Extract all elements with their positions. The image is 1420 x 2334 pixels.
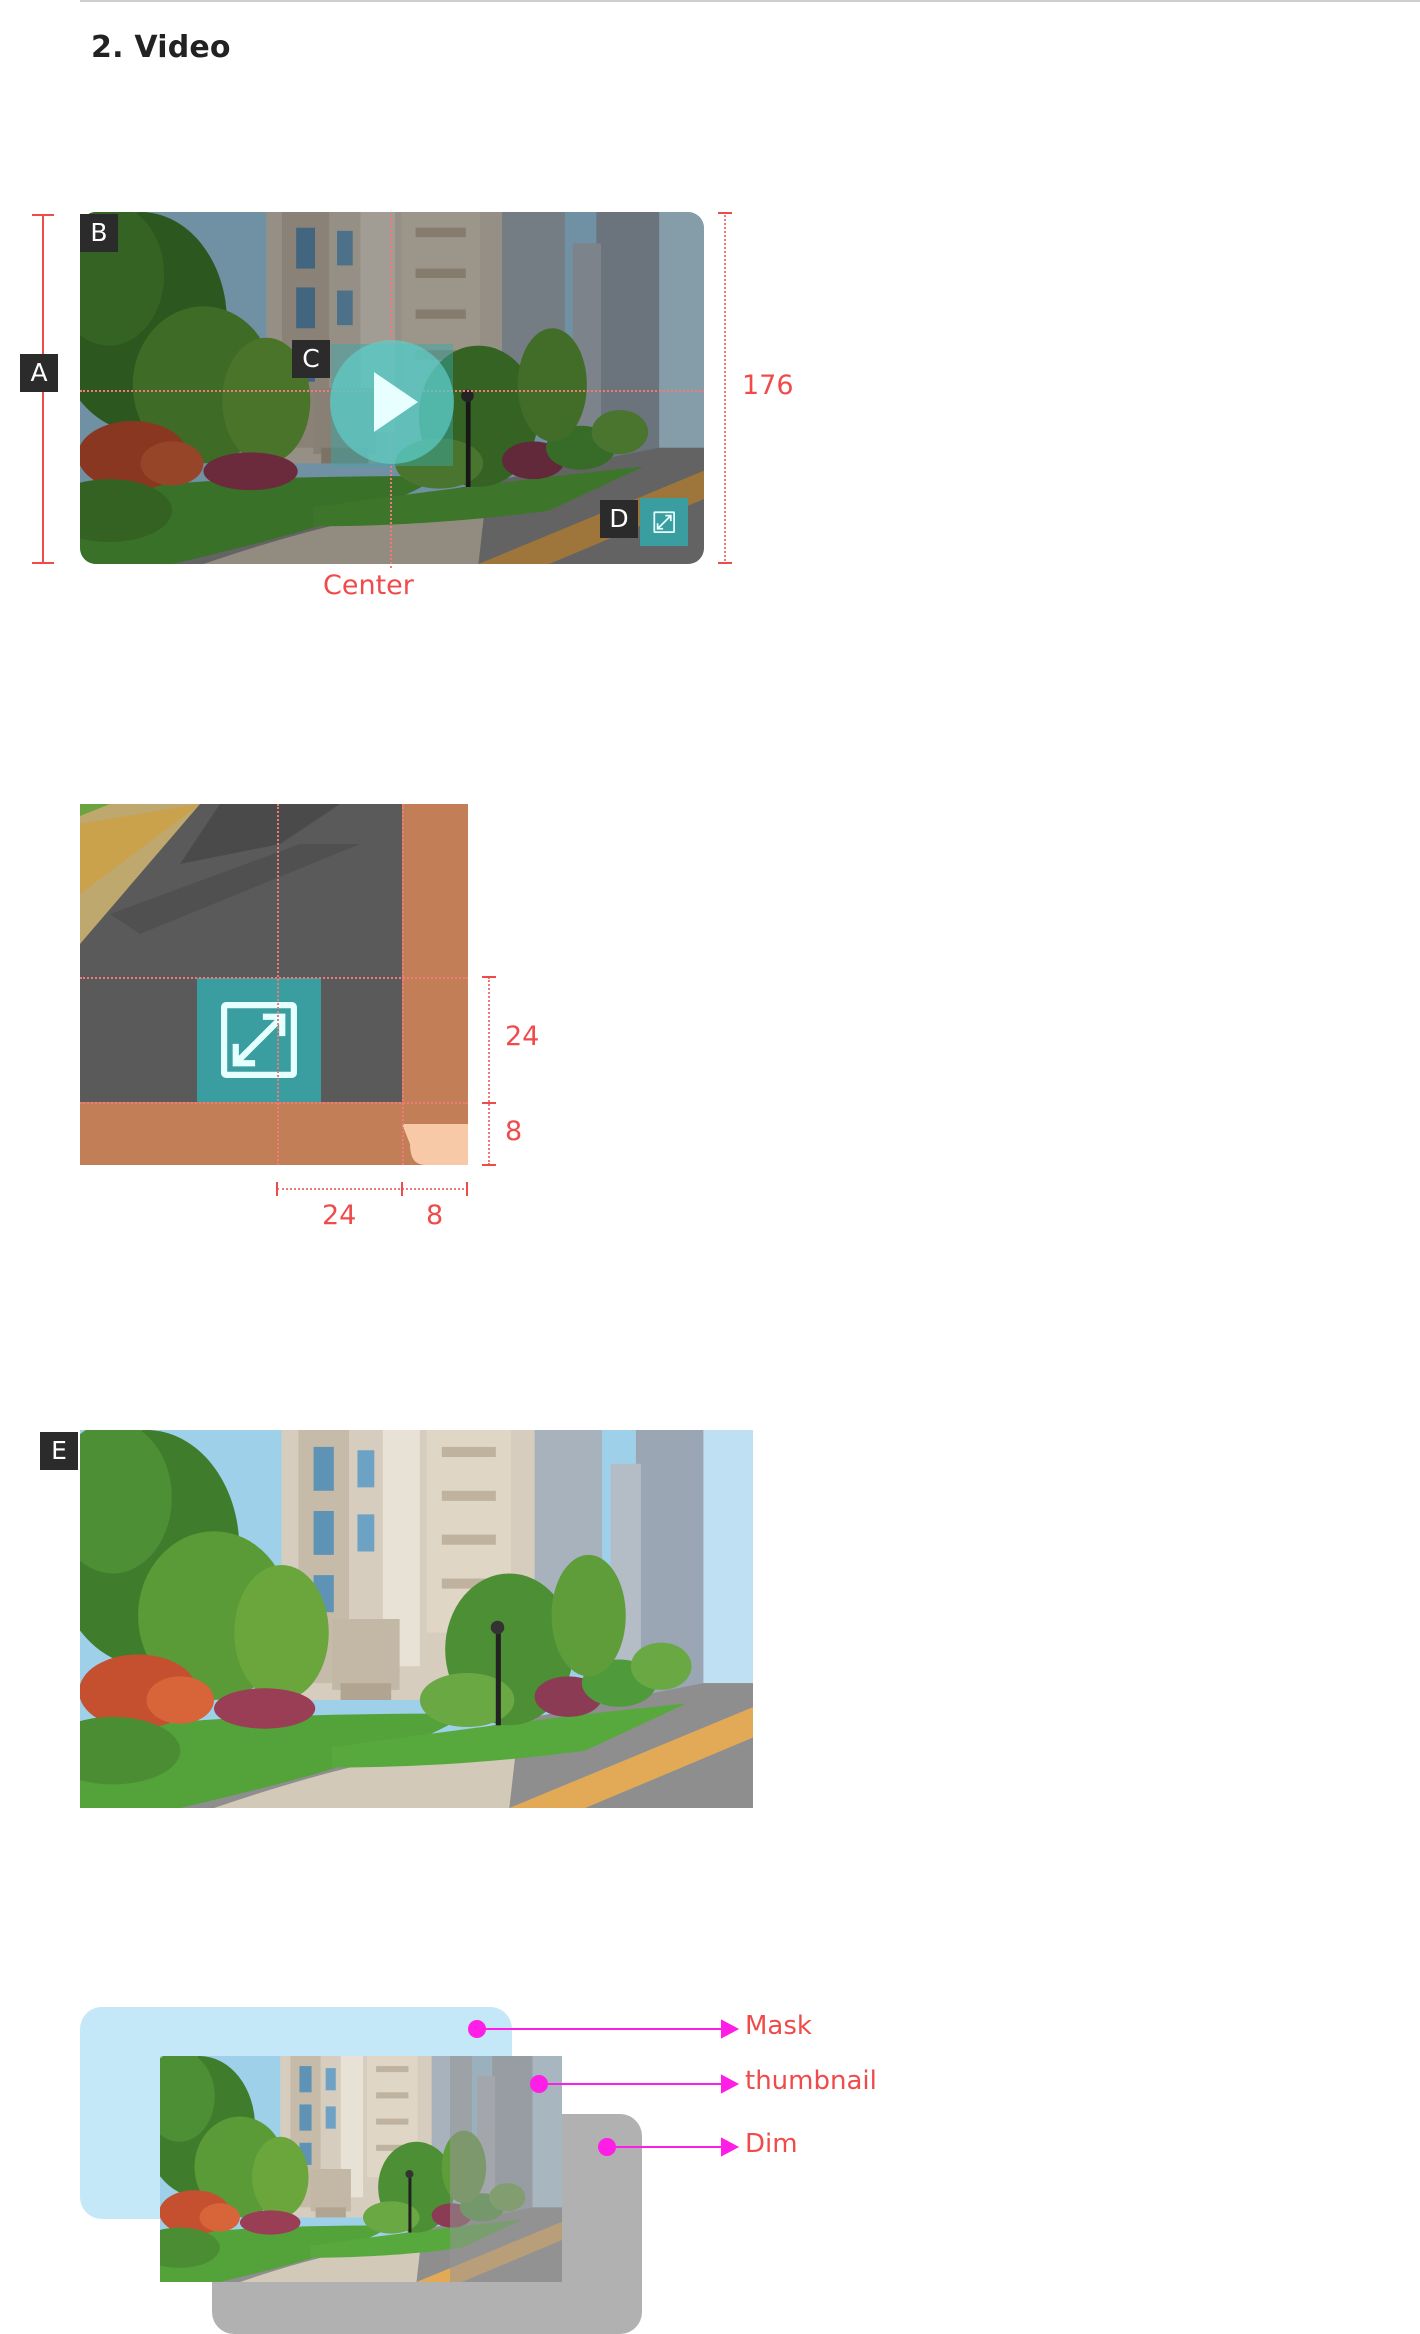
height-value-label: 176 (742, 370, 794, 401)
height-guide-bottom-tick (718, 562, 732, 564)
label-b-badge: B (80, 214, 118, 252)
expand-button[interactable] (640, 498, 688, 546)
mask-layer-label: Mask (745, 2011, 812, 2041)
vertical-measure-tick-3 (482, 1164, 496, 1166)
top-divider (80, 0, 1420, 2)
zoom-guide-h1 (80, 977, 468, 979)
vertical-measure-line (488, 977, 490, 1165)
height-guide-right (724, 212, 726, 564)
arrow-right-icon (721, 2137, 740, 2157)
zoom-guide-v1 (277, 804, 279, 1165)
play-icon (374, 372, 418, 432)
label-e-badge: E (40, 1432, 78, 1470)
arrow-right-icon (721, 2074, 740, 2094)
horizontal-measure-tick-2 (401, 1182, 403, 1196)
center-label: Center (323, 570, 414, 601)
height-marker-bottom-cap (32, 562, 54, 564)
dim-layer-label: Dim (745, 2129, 798, 2159)
vertical-measure-tick-2 (482, 1102, 496, 1104)
height-marker-top-cap (32, 214, 54, 216)
label-a-badge: A (20, 354, 58, 392)
expand-icon (197, 978, 321, 1102)
horizontal-measure-tick-3 (466, 1182, 468, 1196)
horizontal-measure-tick-1 (276, 1182, 278, 1196)
arrow-right-icon (721, 2019, 740, 2039)
thumbnail-layer (160, 2056, 562, 2282)
layer-callouts (468, 2019, 740, 2157)
icon-height-label: 24 (505, 1021, 540, 1052)
zoomed-expand-button (197, 978, 321, 1102)
margin-height-label: 8 (505, 1116, 523, 1147)
height-guide-top-tick (718, 212, 732, 214)
horizontal-measure-line (277, 1188, 468, 1190)
label-c-badge: C (292, 340, 330, 378)
zoom-guide-h2 (80, 1102, 468, 1104)
thumbnail-layer-label: thumbnail (745, 2066, 877, 2096)
margin-width-label: 8 (426, 1200, 444, 1231)
icon-width-label: 24 (322, 1200, 357, 1231)
thumbnail-image (80, 1430, 753, 1808)
vertical-measure-tick-1 (482, 976, 496, 978)
thumbnail-scene (80, 1430, 753, 1808)
section-title: 2. Video (91, 30, 231, 65)
expand-icon (640, 498, 688, 546)
zoom-guide-v2 (402, 804, 404, 1165)
thumbnail-dim-overlap (450, 2056, 562, 2282)
label-d-badge: D (600, 500, 638, 538)
